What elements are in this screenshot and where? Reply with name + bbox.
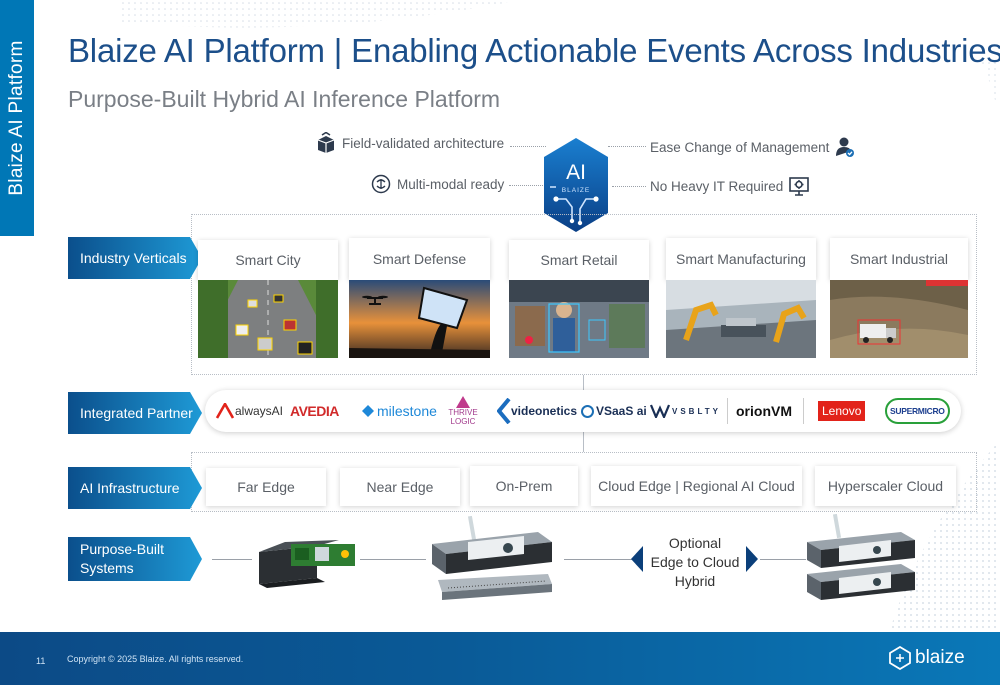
infra-card-cloud-edge: Cloud Edge | Regional AI Cloud <box>591 466 802 506</box>
connector-line <box>612 186 646 187</box>
infra-label: Near Edge <box>366 479 434 495</box>
blaize-mark-icon <box>889 646 911 670</box>
infra-label: Hyperscaler Cloud <box>827 478 944 494</box>
connector-line <box>583 432 584 452</box>
feature-label: No Heavy IT Required <box>650 178 784 194</box>
row-label-integrated-partner: Integrated Partner <box>80 405 193 421</box>
alwaysai-mark-icon <box>215 403 235 419</box>
hybrid-note-line: Optional <box>668 535 722 551</box>
blaize-ai-hub-logo: AI BLAIZE <box>544 138 608 232</box>
vertical-label: Smart Defense <box>372 251 467 267</box>
infra-card-on-prem: On-Prem <box>470 466 578 506</box>
vertical-label: Smart Manufacturing <box>676 251 806 267</box>
orionvm-logo: orionVM <box>727 398 792 424</box>
feature-label: Field-validated architecture <box>342 135 505 151</box>
hybrid-note: Optional Edge to Cloud Hybrid <box>642 534 748 591</box>
infra-card-near-edge: Near Edge <box>340 468 460 506</box>
hybrid-note-line: Edge to Cloud <box>650 554 740 570</box>
row-label-purpose-built-systems: Purpose-Built Systems <box>80 541 165 576</box>
milestone-logo: milestone <box>362 390 437 432</box>
monitor-gear-icon <box>789 177 810 196</box>
verticals-frame <box>191 214 977 375</box>
box-icon <box>317 132 335 153</box>
hub-main-text: AI <box>566 161 586 184</box>
thrive-mark-icon <box>456 396 470 408</box>
supermicro-logo: SUPERMICRO <box>885 390 950 432</box>
avedia-logo: AVEDIA <box>290 403 339 419</box>
feature-multi-modal: Multi-modal ready <box>371 174 504 194</box>
far-edge-device-image <box>259 540 355 588</box>
alwaysai-logo: alwaysAI <box>215 390 283 432</box>
connector-line <box>509 185 545 186</box>
blaize-footer-logo: blaize <box>889 646 965 670</box>
infra-card-far-edge: Far Edge <box>206 468 326 506</box>
connector-line <box>583 375 584 390</box>
vertical-label: Smart Retail <box>540 252 618 268</box>
dot-pattern-decoration <box>890 60 1000 630</box>
row-label-background <box>68 392 202 434</box>
videonetics-mark-icon <box>497 398 511 424</box>
page-number: 11 <box>36 656 46 666</box>
brain-icon <box>371 174 391 194</box>
vertical-label: Smart City <box>235 252 301 268</box>
connector-line <box>510 146 546 147</box>
page-title: Blaize AI Platform | Enabling Actionable… <box>68 32 1000 69</box>
smart-retail-image <box>509 280 649 358</box>
connector-line <box>564 559 634 560</box>
vsblty-logo: VSBLTY <box>650 390 721 432</box>
feature-label: Multi-modal ready <box>397 176 505 192</box>
vertical-label: Smart Industrial <box>849 251 949 267</box>
vsaas-ai-logo: VSaaS ai <box>581 390 647 432</box>
vertical-card-smart-retail: Smart Retail <box>509 240 649 280</box>
smart-city-image <box>198 280 338 358</box>
user-check-icon <box>836 137 855 157</box>
page-subtitle: Purpose-Built Hybrid AI Inference Platfo… <box>68 86 501 112</box>
feature-ease-change: Ease Change of Management <box>650 136 855 158</box>
row-label-background <box>68 467 202 509</box>
feature-no-heavy-it: No Heavy IT Required <box>650 176 810 196</box>
feature-label: Ease Change of Management <box>650 139 830 155</box>
sidebar-title: Blaize AI Platform <box>6 40 27 196</box>
infra-label: Far Edge <box>237 479 295 495</box>
feature-field-validated: Field-validated architecture <box>316 132 504 154</box>
infra-label: On-Prem <box>495 478 553 494</box>
smart-industrial-image <box>830 280 968 358</box>
smart-defense-image <box>349 280 490 358</box>
smart-manufacturing-image <box>666 280 816 358</box>
infra-card-hyperscaler-cloud: Hyperscaler Cloud <box>815 466 956 506</box>
connector-line <box>360 559 426 560</box>
footer-bar: 11 Copyright © 2025 Blaize. All rights r… <box>0 632 1000 685</box>
connector-line <box>212 559 252 560</box>
copyright-text: Copyright © 2025 Blaize. All rights rese… <box>67 654 244 664</box>
sidebar-section-tab: Blaize AI Platform <box>0 0 34 236</box>
connector-line <box>760 559 806 560</box>
infra-label: Cloud Edge | Regional AI Cloud <box>598 478 795 494</box>
blaize-brand-text: blaize <box>915 647 965 668</box>
row-label-background <box>68 237 202 279</box>
vertical-card-smart-city: Smart City <box>198 240 338 280</box>
vertical-card-smart-defense: Smart Defense <box>349 238 490 280</box>
diamond-icon <box>362 405 374 417</box>
vertical-card-smart-manufacturing: Smart Manufacturing <box>666 238 816 280</box>
vsblty-mark-icon <box>650 404 670 418</box>
cloud-server-stack-image <box>807 513 915 600</box>
row-label-industry-verticals: Industry Verticals <box>80 250 187 266</box>
hub-sub-text: BLAIZE <box>562 187 590 194</box>
vsaas-mark-icon <box>581 404 594 418</box>
row-label-background <box>68 537 202 581</box>
near-edge-server-image <box>432 515 552 600</box>
arrow-right-icon <box>746 546 758 572</box>
vertical-card-smart-industrial: Smart Industrial <box>830 238 968 280</box>
hybrid-note-line: Hybrid <box>674 573 716 589</box>
top-dot-pattern-decoration <box>120 0 520 28</box>
lenovo-logo: Lenovo <box>803 398 866 424</box>
row-label-ai-infrastructure: AI Infrastructure <box>80 480 180 496</box>
videonetics-logo: videonetics <box>497 390 577 432</box>
integrated-partner-strip: alwaysAI AVEDIA milestone THRIVE LOGIC v… <box>205 390 961 432</box>
connector-line <box>608 146 646 147</box>
arrow-left-icon <box>631 546 643 572</box>
thrive-logic-logo: THRIVE LOGIC <box>445 390 481 432</box>
